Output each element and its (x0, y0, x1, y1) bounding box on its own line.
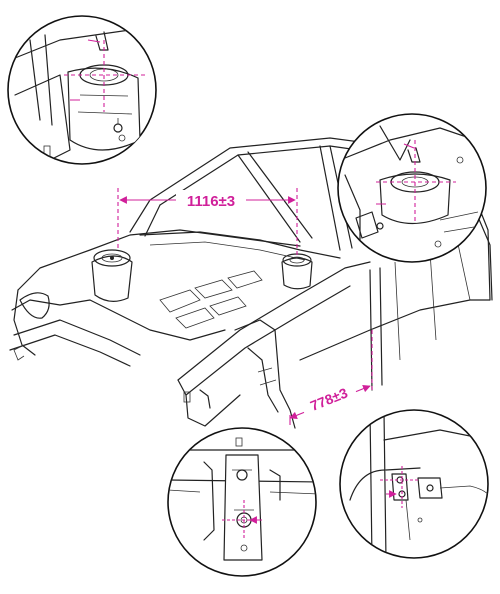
callout-front-pillar-lower-mount (167, 427, 317, 577)
callout-front-left-strut-mount (7, 15, 157, 165)
callout-center-pillar-hinge-mount (339, 409, 489, 559)
car-body-frame (9, 137, 493, 429)
dimension-pillar-offset: 778±3 (289, 330, 373, 425)
dimension-strut-span: 1116±3 (117, 188, 298, 255)
dimension-label-pillar-offset: 778±3 (308, 384, 350, 413)
dimension-label-strut-span: 1116±3 (187, 193, 235, 210)
callout-front-right-strut-mount (337, 113, 487, 263)
